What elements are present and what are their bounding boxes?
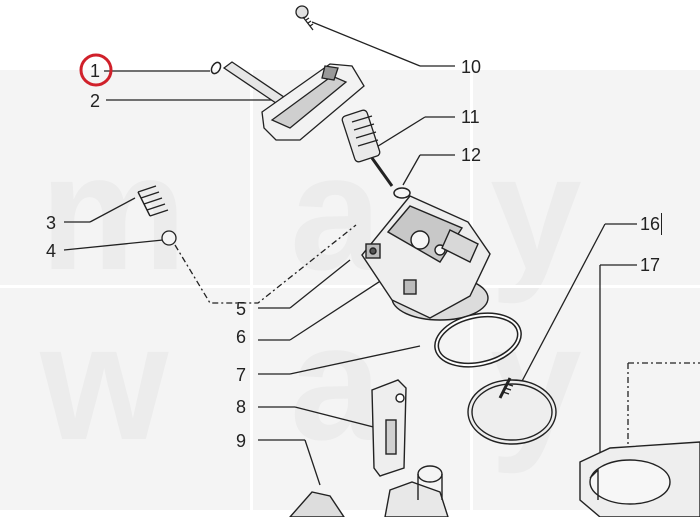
leader-line-5b <box>289 259 351 309</box>
part-9-fragment <box>289 491 345 517</box>
part-11-shaft <box>341 109 394 187</box>
part-7-oring <box>434 312 522 368</box>
callout-number-7: 7 <box>236 365 247 385</box>
callout-number-16: 16 <box>640 214 661 234</box>
part-1-oring <box>210 61 222 75</box>
guide-line-4-5 <box>174 224 357 304</box>
callout-number-2: 2 <box>90 91 101 111</box>
text-cursor <box>661 213 662 235</box>
callout-number-6: 6 <box>236 327 247 347</box>
leader-line-9b <box>304 439 321 486</box>
callout-number-8: 8 <box>236 397 247 417</box>
leader-line-6b <box>289 277 386 341</box>
callout-number-4: 4 <box>46 241 57 261</box>
watermark-letter: y <box>490 120 582 304</box>
watermark-divider <box>250 70 253 510</box>
leader-line-11b <box>374 116 426 149</box>
watermark-divider <box>0 285 700 288</box>
part-8-plate <box>371 379 407 477</box>
leader-line-10b <box>311 21 421 67</box>
part-17-housing <box>579 441 700 517</box>
leader-line-3b <box>89 197 136 223</box>
bottom-fitting <box>384 465 449 517</box>
watermark-letter: w <box>40 290 169 474</box>
watermark-letter: a <box>290 290 382 474</box>
callout-1-highlight-ring <box>79 53 113 87</box>
part-3-spring <box>137 185 169 217</box>
guide-line-17 <box>627 362 700 490</box>
callout-number-5: 5 <box>236 299 247 319</box>
callout-number-11: 11 <box>461 107 480 127</box>
leader-line-4 <box>63 239 164 251</box>
part-4-ball <box>161 230 177 246</box>
leader-line-16b <box>519 223 606 386</box>
callout-number-9: 9 <box>236 431 247 451</box>
part-2-lever <box>222 61 365 141</box>
callout-number-12: 12 <box>461 145 482 165</box>
callout-number-17: 17 <box>640 255 661 275</box>
leader-line-7b <box>289 345 421 375</box>
leader-line-8b <box>294 406 386 431</box>
part-12-ring <box>393 187 411 199</box>
leader-line-12b <box>402 154 421 186</box>
part-10-screw <box>295 5 314 31</box>
part-5-6-valve-body <box>361 195 491 321</box>
callout-number-10: 10 <box>461 57 482 77</box>
part-16-diaphragm <box>467 377 557 445</box>
callout-number-1: 1 <box>90 61 101 81</box>
callout-number-3: 3 <box>46 213 57 233</box>
